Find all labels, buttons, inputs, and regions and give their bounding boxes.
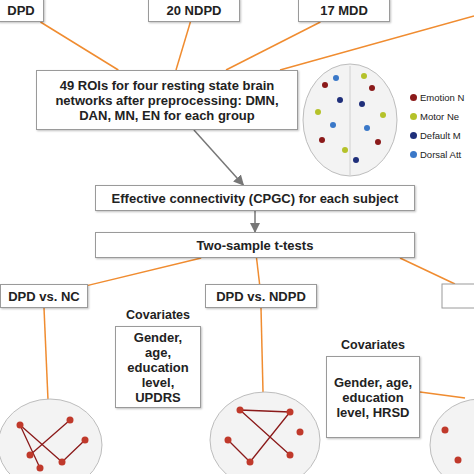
feed-line (261, 308, 263, 392)
feed-line (257, 258, 260, 284)
roi-dot (82, 437, 89, 444)
roi-dot (247, 459, 254, 466)
result-brain (0, 399, 102, 474)
process-box: DPD vs. NDPD (205, 284, 317, 308)
process-box: 20 NDPD (148, 0, 240, 22)
legend-swatch (410, 132, 417, 139)
roi-dot (225, 437, 232, 444)
box-text: 49 ROIs for four resting state brain net… (41, 78, 293, 123)
process-box: 17 MDD (298, 0, 390, 22)
legend-swatch (410, 94, 417, 101)
brain-outline (303, 64, 397, 176)
brain-midline (350, 66, 351, 175)
covariate-box: CovariatesGender, age, education level, … (115, 326, 201, 408)
roi-dot (59, 459, 66, 466)
legend: Emotion N Motor Ne Default M Dorsal Att (410, 88, 464, 164)
flow-arrow (254, 211, 256, 232)
roi-dot (237, 407, 244, 414)
roi-dot (315, 109, 321, 115)
box-text: DPD (7, 3, 34, 18)
box-text: Effective connectivity (CPGC) for each s… (112, 191, 399, 206)
legend-row: Dorsal Att (410, 145, 464, 164)
result-brain (210, 392, 320, 474)
legend-row: Motor Ne (410, 107, 464, 126)
roi-dot (442, 427, 449, 434)
covariate-box: CovariatesGender, age, education level, … (326, 356, 420, 438)
box-heading: Covariates (116, 308, 200, 323)
feed-line (226, 22, 320, 70)
roi-dot (361, 73, 367, 79)
cropped-box (442, 284, 474, 308)
brain-outline (430, 399, 474, 474)
box-text: DPD vs. NC (8, 289, 80, 304)
brain-outline (210, 392, 320, 474)
legend-row: Default M (410, 126, 464, 145)
roi-dot (380, 112, 386, 118)
connection-line (228, 410, 290, 462)
legend-text: Motor Ne (420, 111, 459, 122)
box-text: Gender, age, education level, HRSD (331, 375, 415, 420)
roi-dot (17, 422, 24, 429)
feed-line (400, 258, 455, 284)
box-text: Two-sample t-tests (197, 238, 314, 253)
box-text: Gender, age, education level, UPDRS (120, 330, 196, 405)
flow-arrow (194, 130, 243, 185)
roi-dot (287, 409, 294, 416)
feed-line (280, 16, 474, 70)
roi-dot (342, 147, 348, 153)
roi-dot (37, 465, 44, 472)
box-text: 20 NDPD (167, 3, 222, 18)
roi-dot (27, 452, 34, 459)
roi-dot (297, 429, 304, 436)
roi-dot (330, 122, 336, 128)
legend-swatch (410, 113, 417, 120)
roi-dot (375, 139, 381, 145)
legend-swatch (410, 151, 417, 158)
legend-text: Dorsal Att (420, 149, 461, 160)
feed-line (88, 258, 201, 285)
process-box: DPD vs. NC (0, 284, 88, 308)
feed-line (44, 308, 48, 400)
roi-dot (67, 417, 74, 424)
legend-row: Emotion N (410, 88, 464, 107)
legend-text: Emotion N (420, 92, 464, 103)
process-box: Two-sample t-tests (95, 232, 415, 258)
roi-dot (322, 82, 328, 88)
roi-dot (287, 452, 294, 459)
process-box: 49 ROIs for four resting state brain net… (36, 70, 298, 130)
feed-line (40, 22, 118, 70)
legend-text: Default M (420, 130, 461, 141)
brain-outline (0, 399, 102, 474)
roi-dot (359, 101, 365, 107)
process-box: DPD (0, 0, 44, 22)
roi-dot (455, 457, 462, 464)
roi-dot (337, 97, 343, 103)
process-box: Effective connectivity (CPGC) for each s… (95, 185, 415, 211)
feed-line (176, 22, 190, 70)
box-text: DPD vs. NDPD (216, 289, 306, 304)
roi-dot (333, 75, 339, 81)
box-text: 17 MDD (320, 3, 368, 18)
roi-dot (319, 137, 325, 143)
roi-dot (353, 157, 359, 163)
roi-dot (364, 125, 370, 131)
roi-dot (369, 85, 375, 91)
brain-network-map (303, 64, 397, 176)
feed-line (420, 392, 465, 398)
result-brain (430, 399, 474, 474)
connection-line (20, 420, 85, 468)
box-heading: Covariates (327, 338, 419, 353)
